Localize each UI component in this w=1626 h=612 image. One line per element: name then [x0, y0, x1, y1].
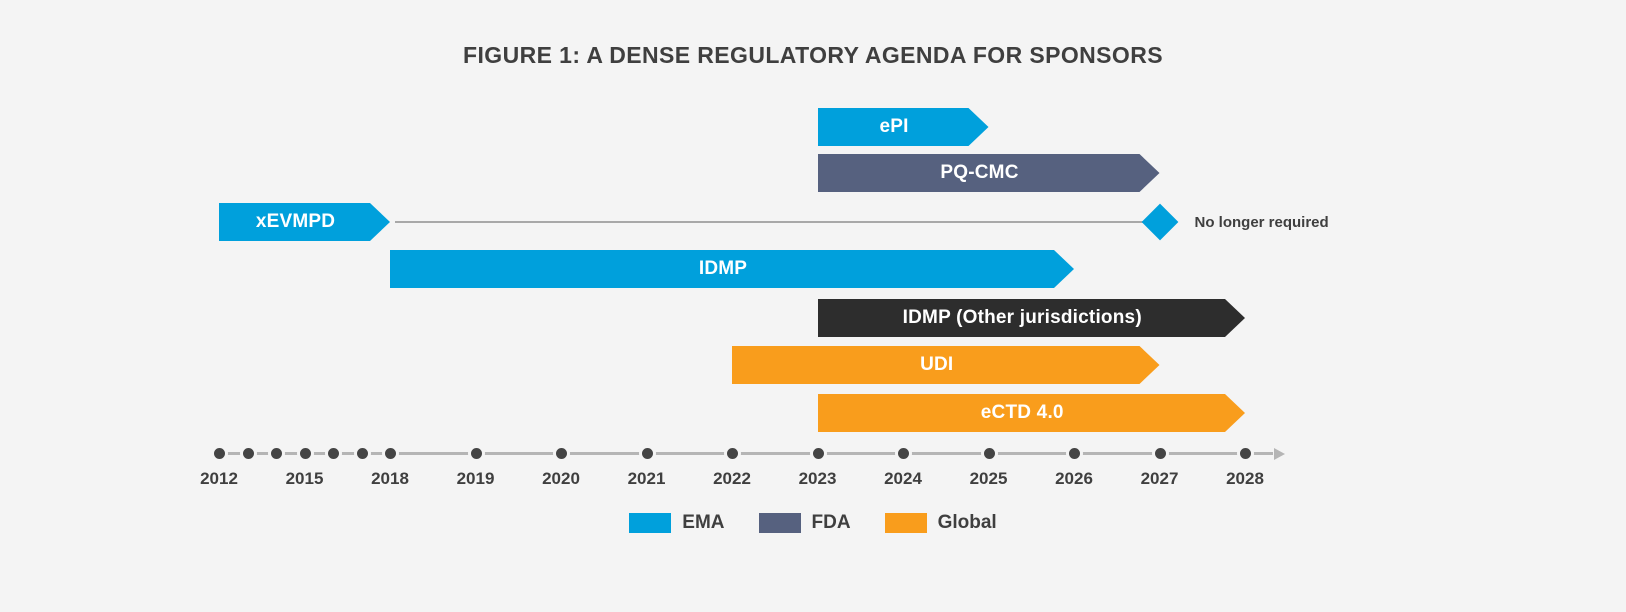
- axis-tick-dot: [382, 445, 399, 462]
- legend-item[interactable]: Global: [884, 512, 997, 534]
- timeline-axis-line: [217, 452, 1273, 455]
- axis-tick-label: 2022: [713, 469, 751, 488]
- timeline-bar-label: xEVMPD: [255, 211, 336, 232]
- timeline-bar[interactable]: xEVMPD: [219, 203, 390, 241]
- legend-swatch: [758, 513, 801, 533]
- timeline-bar[interactable]: eCTD 4.0: [818, 394, 1246, 432]
- axis-tick-dot: [268, 445, 285, 462]
- legend: EMA FDA Global: [0, 512, 1626, 534]
- timeline-bar[interactable]: IDMP (Other jurisdictions): [818, 299, 1246, 337]
- axis-tick-dot: [296, 445, 314, 462]
- timeline-bar[interactable]: IDMP: [390, 250, 1074, 288]
- axis-tick-dot: [353, 445, 371, 462]
- timeline-bar-label: IDMP: [698, 258, 748, 279]
- axis-tick-label: 2026: [1055, 469, 1093, 488]
- timeline-axis-arrow-icon: [1274, 448, 1285, 460]
- axis-tick-label: 2021: [627, 469, 666, 488]
- legend-item[interactable]: FDA: [758, 512, 851, 534]
- axis-tick-label: 2018: [371, 469, 409, 488]
- milestone-label: No longer required: [1194, 214, 1329, 231]
- axis-tick-label: 2025: [969, 469, 1008, 488]
- axis-tick-dot: [1151, 445, 1169, 462]
- axis-tick-label: 2027: [1140, 469, 1179, 488]
- timeline-bar-label: IDMP (Other jurisdictions): [902, 307, 1142, 328]
- axis-tick-dot: [1066, 445, 1083, 462]
- continuation-line: [395, 221, 1143, 223]
- timeline-bar[interactable]: PQ-CMC: [818, 154, 1160, 192]
- milestone-diamond-icon[interactable]: [1141, 203, 1178, 241]
- axis-tick-label: 2020: [542, 469, 580, 488]
- axis-tick-dot: [325, 445, 342, 462]
- axis-tick-dot: [980, 445, 998, 462]
- legend-swatch: [884, 513, 927, 533]
- axis-tick-dot: [809, 445, 827, 462]
- axis-tick-dot: [724, 445, 741, 462]
- axis-tick-dot: [1237, 445, 1254, 462]
- timeline-bar-label: UDI: [920, 354, 954, 375]
- axis-tick-dot: [638, 445, 656, 462]
- timeline-bar-label: ePI: [879, 116, 909, 137]
- axis-tick-label: 2019: [456, 469, 495, 488]
- legend-item[interactable]: EMA: [629, 512, 725, 534]
- axis-tick-dot: [211, 445, 228, 462]
- timeline-bar[interactable]: UDI: [732, 346, 1160, 384]
- legend-label: EMA: [682, 512, 725, 533]
- axis-tick-dot: [895, 445, 912, 462]
- axis-tick-label: 2015: [285, 469, 324, 488]
- legend-label: FDA: [811, 512, 851, 533]
- axis-tick-label: 2024: [884, 469, 922, 488]
- legend-label: Global: [937, 512, 997, 533]
- axis-tick-dot: [239, 445, 257, 462]
- timeline-bar-label: PQ-CMC: [940, 162, 1019, 183]
- axis-tick-label: 2028: [1226, 469, 1264, 488]
- axis-tick-label: 2012: [200, 469, 238, 488]
- timeline-bar[interactable]: ePI: [818, 108, 989, 146]
- page-title: FIGURE 1: A DENSE REGULATORY AGENDA FOR …: [463, 42, 1163, 68]
- axis-tick-dot: [553, 445, 570, 462]
- axis-tick-dot: [467, 445, 485, 462]
- legend-swatch: [629, 513, 672, 533]
- timeline-bar-label: eCTD 4.0: [980, 402, 1064, 423]
- axis-tick-label: 2023: [798, 469, 837, 488]
